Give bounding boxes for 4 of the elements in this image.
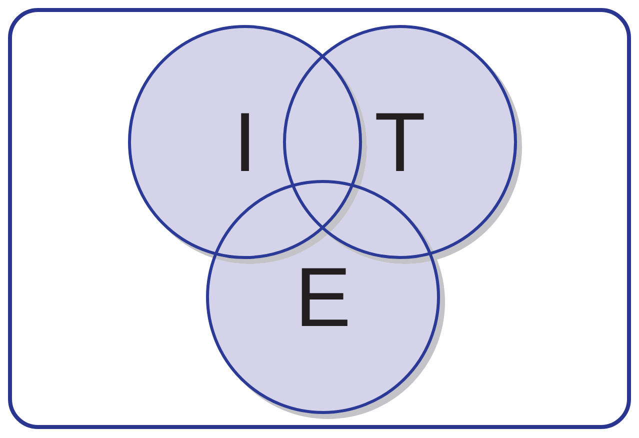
circle-letter: T xyxy=(374,100,426,184)
venn-circle xyxy=(206,180,446,420)
circle-letter: E xyxy=(294,255,352,339)
circle-letter: I xyxy=(233,100,257,184)
